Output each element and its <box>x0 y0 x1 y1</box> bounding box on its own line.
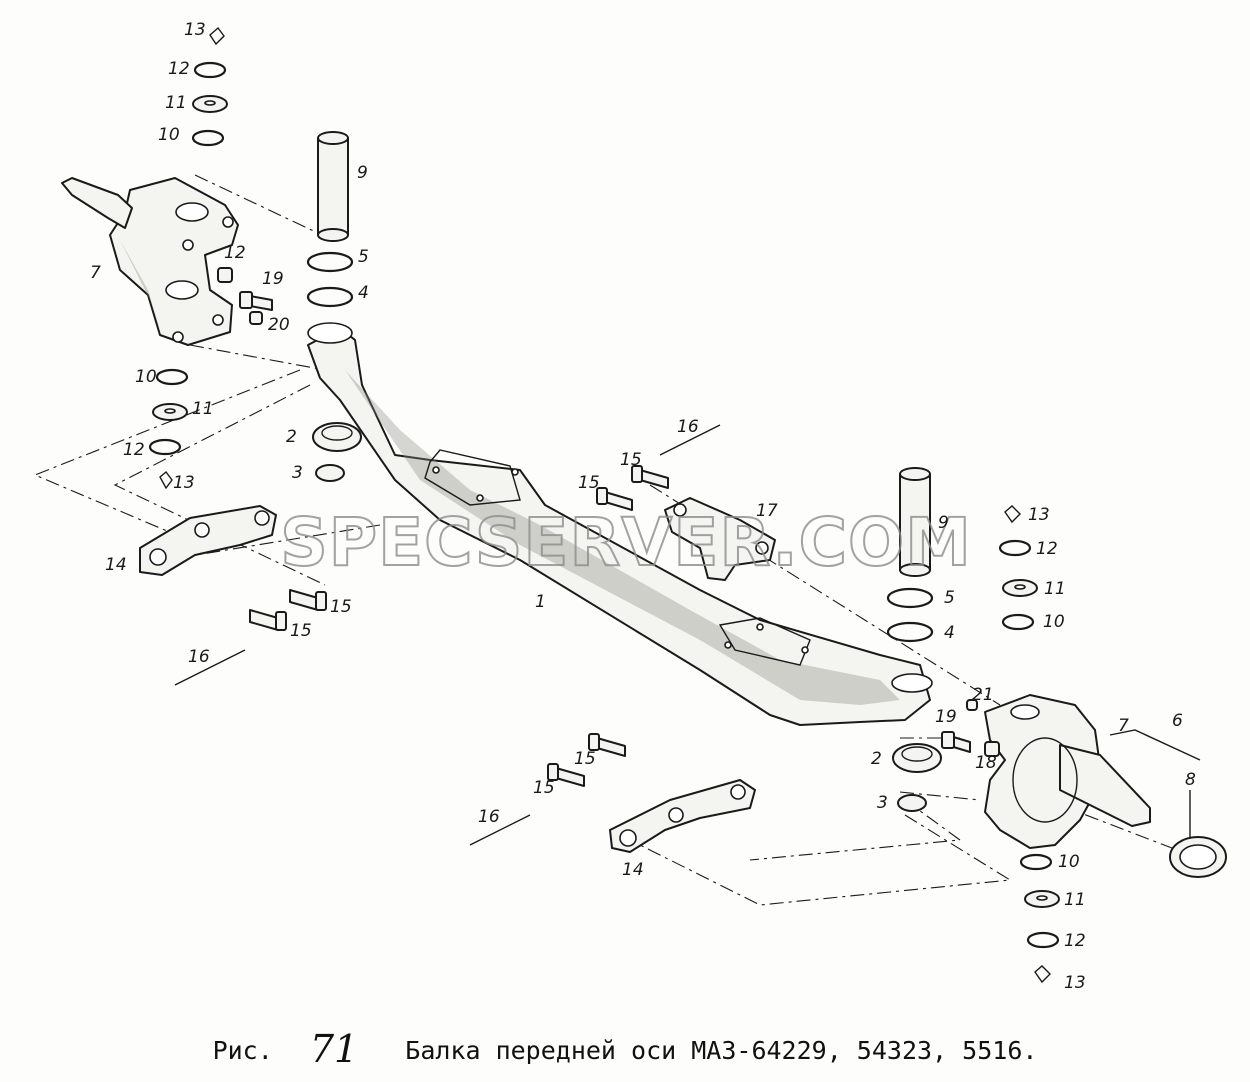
callout-c6: 6 <box>1172 711 1183 731</box>
callout-labels: 1 2 2 3 3 4 4 5 5 6 7 7 8 9 9 10 10 10 1… <box>90 20 1196 993</box>
steering-knuckle-left <box>61 177 239 346</box>
callout-c13a: 13 <box>184 20 206 40</box>
kingpin-caps-bottom-left <box>148 368 189 490</box>
callout-c15b: 15 <box>578 473 600 493</box>
callout-c12a: 12 <box>168 59 190 79</box>
callout-c14b: 14 <box>622 860 644 880</box>
callout-c19b: 19 <box>935 707 957 727</box>
callout-c11c: 11 <box>1044 579 1066 599</box>
callout-c7a: 7 <box>90 263 101 283</box>
callout-c12d: 12 <box>1036 539 1058 559</box>
callout-c15e: 15 <box>574 749 596 769</box>
callout-c13b: 13 <box>173 473 195 493</box>
callout-c12c: 12 <box>123 440 145 460</box>
figure-caption: Рис. 71 Балка передней оси МАЗ-64229, 54… <box>0 1027 1250 1071</box>
callout-c2b: 2 <box>871 749 882 769</box>
callout-c3a: 3 <box>292 463 303 483</box>
callout-c10a: 10 <box>158 125 180 145</box>
callout-c17: 17 <box>756 501 778 521</box>
callout-c4b: 4 <box>944 623 955 643</box>
callout-c9b: 9 <box>938 513 949 533</box>
callout-c13c: 13 <box>1028 505 1050 525</box>
steering-knuckle-right <box>984 694 1151 849</box>
callout-c13d: 13 <box>1064 973 1086 993</box>
callout-c2a: 2 <box>286 427 297 447</box>
callout-c15a: 15 <box>620 450 642 470</box>
leader-lines <box>174 424 1201 846</box>
thrust-washers <box>306 251 934 643</box>
callout-c16c: 16 <box>478 807 500 827</box>
callout-c10b: 10 <box>135 367 157 387</box>
callout-c15d: 15 <box>290 621 312 641</box>
kingpin-right <box>899 467 931 577</box>
bolts <box>217 267 1000 787</box>
callout-c9a: 9 <box>357 163 368 183</box>
callout-c15f: 15 <box>533 778 555 798</box>
callout-c19a: 19 <box>262 269 284 289</box>
callout-c15c: 15 <box>330 597 352 617</box>
lever-17 <box>664 497 776 581</box>
caption-title: Балка передней оси МАЗ-64229, 54323, 551… <box>405 1036 1038 1065</box>
steering-arm-right <box>609 779 756 853</box>
callout-c18: 18 <box>975 753 997 773</box>
callout-c11b: 11 <box>192 399 214 419</box>
kingpin-caps-top-right <box>998 505 1038 631</box>
callout-c10c: 10 <box>1043 612 1065 632</box>
callout-c11d: 11 <box>1064 890 1086 910</box>
callout-c12b: 12 <box>224 243 246 263</box>
callout-c10d: 10 <box>1058 852 1080 872</box>
callout-c11a: 11 <box>165 93 187 113</box>
callout-c12e: 12 <box>1064 931 1086 951</box>
hub-seal-ring <box>1169 836 1227 878</box>
callout-c20: 20 <box>268 315 290 335</box>
callout-c16a: 16 <box>677 417 699 437</box>
callout-c3b: 3 <box>877 793 888 813</box>
front-axle-beam <box>307 322 933 726</box>
callout-c7b: 7 <box>1118 716 1129 736</box>
watermark: SPECSERVER.COM <box>280 504 972 581</box>
callout-c4a: 4 <box>358 283 369 303</box>
kingpin-caps-top-left <box>191 26 228 147</box>
callout-c8: 8 <box>1185 770 1196 790</box>
kingpin-caps-bottom-right <box>1019 853 1060 984</box>
steering-arm-left <box>139 505 277 576</box>
caption-number: 71 <box>309 1027 359 1071</box>
caption-prefix: Рис. <box>212 1036 273 1065</box>
kingpin-left <box>317 131 349 242</box>
exploded-parts-diagram: SPECSERVER.COM 1 2 2 3 3 4 4 5 5 6 7 7 8… <box>33 20 1227 993</box>
callout-c16b: 16 <box>188 647 210 667</box>
callout-c5b: 5 <box>944 588 955 608</box>
callout-c1: 1 <box>535 592 546 612</box>
thrust-bearings <box>312 422 942 812</box>
callout-c21: 21 <box>972 685 994 705</box>
callout-c5a: 5 <box>358 247 369 267</box>
callout-c14a: 14 <box>105 555 127 575</box>
